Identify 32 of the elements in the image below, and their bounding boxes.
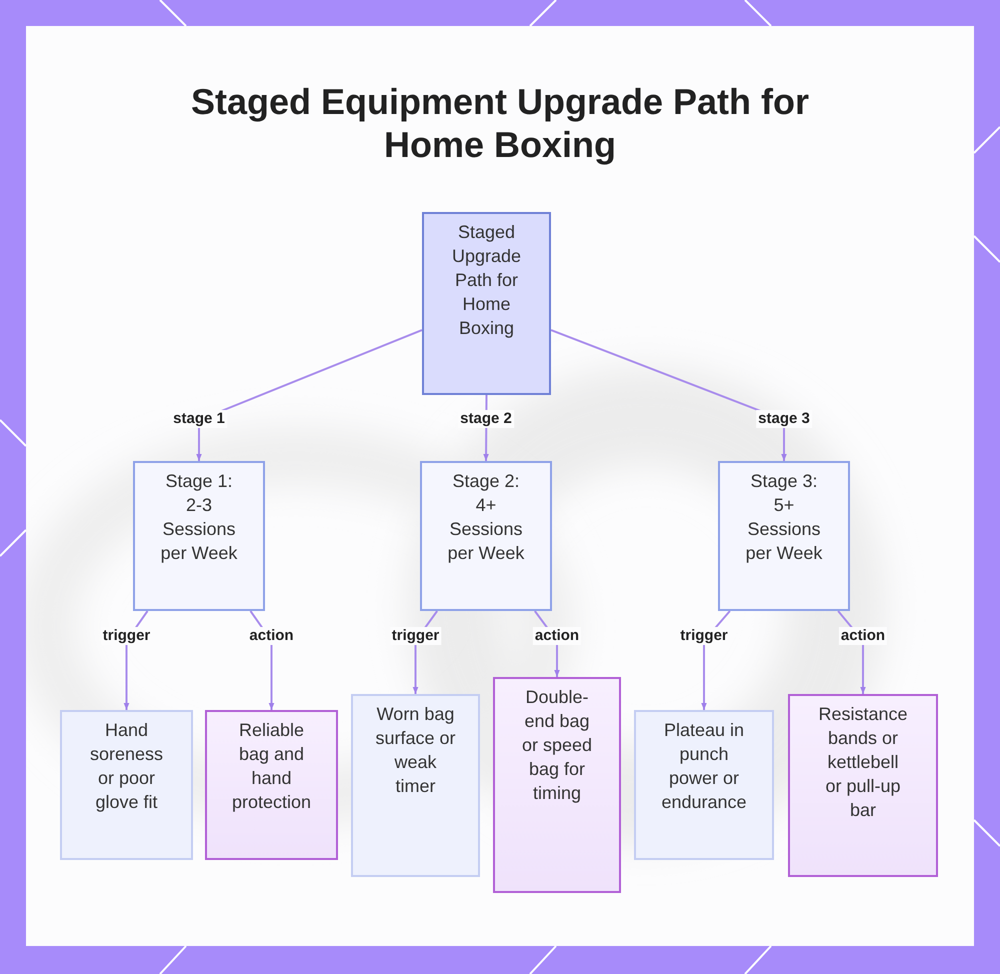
edge-label: action <box>532 627 582 645</box>
action-box <box>205 710 338 860</box>
edge-label: trigger <box>100 627 152 645</box>
node-text: Stage 2: 4+ Sessions per Week <box>446 470 526 565</box>
node-text: Staged Upgrade Path for Home Boxing <box>450 221 522 340</box>
connector-arrow <box>550 329 787 461</box>
connector-arrow <box>196 329 422 461</box>
stage-box <box>133 461 265 611</box>
stage-box <box>420 461 552 611</box>
action-box <box>493 677 621 893</box>
edge-label: trigger <box>390 627 442 645</box>
edge-label: action <box>838 627 888 645</box>
node-text: Worn bag surface or weak timer <box>374 703 457 798</box>
edge-label: trigger <box>678 627 730 645</box>
trigger-box <box>60 710 193 860</box>
node-text: Double-end bag or speed bag for timing <box>520 686 594 805</box>
stage-box <box>718 461 850 611</box>
node-text: Plateau in punch power or endurance <box>660 719 748 814</box>
edge-label: action <box>247 627 296 645</box>
diagram-title: Staged Equipment Upgrade Path for Home Boxing <box>190 80 810 166</box>
edge-label: stage 3 <box>756 410 812 428</box>
trigger-box <box>351 694 480 877</box>
edge-label: stage 1 <box>171 410 227 428</box>
node-text: Resistance bands or kettlebell or pull-up bar <box>818 703 908 822</box>
node-text: Reliable bag and hand protection <box>230 719 312 814</box>
action-box <box>788 694 938 877</box>
node-text: Stage 3: 5+ Sessions per Week <box>744 470 824 565</box>
root-box <box>422 212 551 395</box>
trigger-box <box>634 710 774 860</box>
edge-label: stage 2 <box>458 410 514 428</box>
node-text: Hand soreness or poor glove fit <box>88 719 164 814</box>
node-text: Stage 1: 2-3 Sessions per Week <box>160 470 238 565</box>
